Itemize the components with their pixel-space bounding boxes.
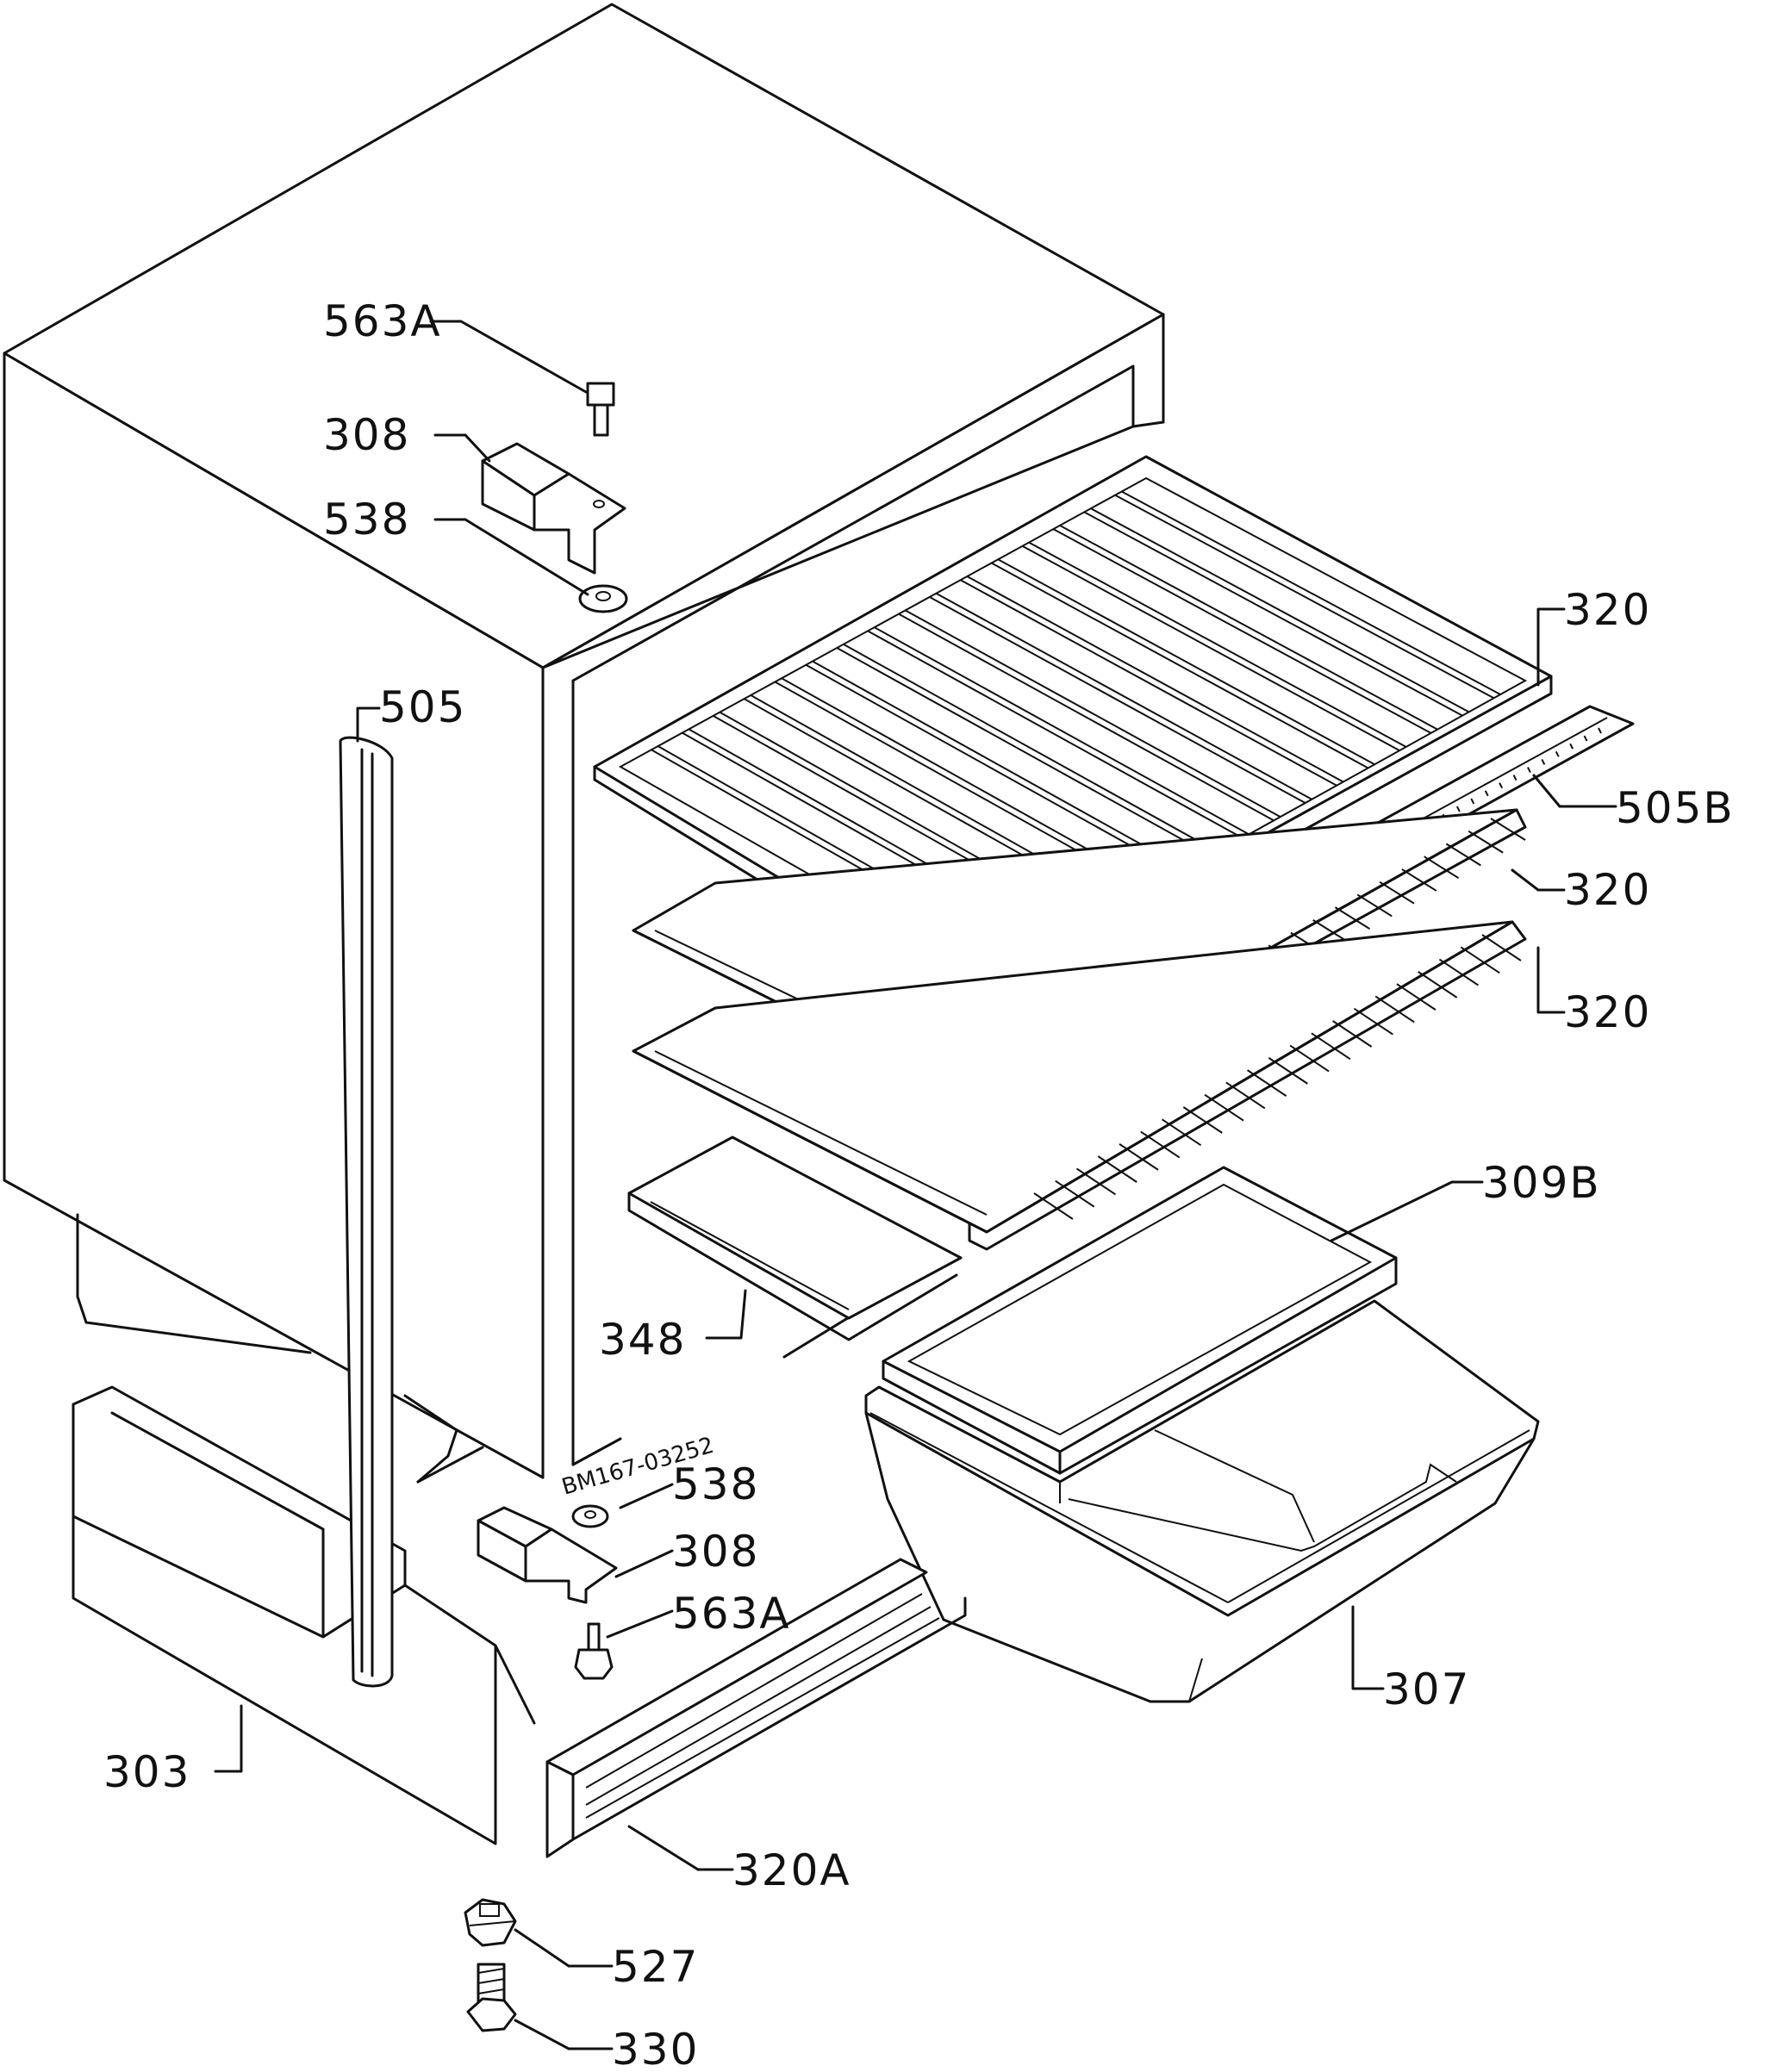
plinth-303 bbox=[72, 1385, 536, 1845]
label-320-lower: 320 bbox=[1564, 987, 1651, 1037]
crisper-cover-309b bbox=[882, 1166, 1398, 1475]
foot-screw-330 bbox=[466, 1963, 517, 2032]
door-handle-505 bbox=[339, 736, 394, 1688]
label-308-bottom: 308 bbox=[672, 1527, 759, 1577]
label-538-bottom: 538 bbox=[672, 1459, 759, 1509]
label-320-middle: 320 bbox=[1564, 865, 1651, 915]
label-505: 505 bbox=[379, 682, 466, 732]
kickplate-320a bbox=[545, 1558, 967, 1858]
crisper-drawer-307 bbox=[864, 1299, 1540, 1703]
label-348: 348 bbox=[599, 1315, 686, 1365]
cabinet-body bbox=[3, 3, 1165, 1484]
label-505b: 505B bbox=[1616, 783, 1735, 833]
bottom-hinge-group bbox=[477, 1504, 618, 1680]
label-308-top: 308 bbox=[323, 410, 410, 460]
label-320a: 320A bbox=[732, 1845, 851, 1895]
label-307: 307 bbox=[1383, 1664, 1470, 1714]
label-309b: 309B bbox=[1482, 1158, 1601, 1208]
top-hinge-group bbox=[481, 382, 628, 613]
adjustable-foot-527 bbox=[464, 1898, 517, 1947]
shelf-320-lower bbox=[632, 920, 1527, 1251]
leader-lines bbox=[214, 320, 1617, 2050]
glass-shelf-348 bbox=[627, 1136, 963, 1341]
label-527: 527 bbox=[612, 1942, 699, 1992]
label-320-top: 320 bbox=[1564, 585, 1651, 635]
label-303: 303 bbox=[103, 1747, 190, 1797]
label-563a-top: 563A bbox=[323, 296, 442, 346]
label-563a-bottom: 563A bbox=[672, 1589, 791, 1639]
label-538-top: 538 bbox=[323, 495, 410, 544]
label-330: 330 bbox=[612, 2025, 699, 2068]
